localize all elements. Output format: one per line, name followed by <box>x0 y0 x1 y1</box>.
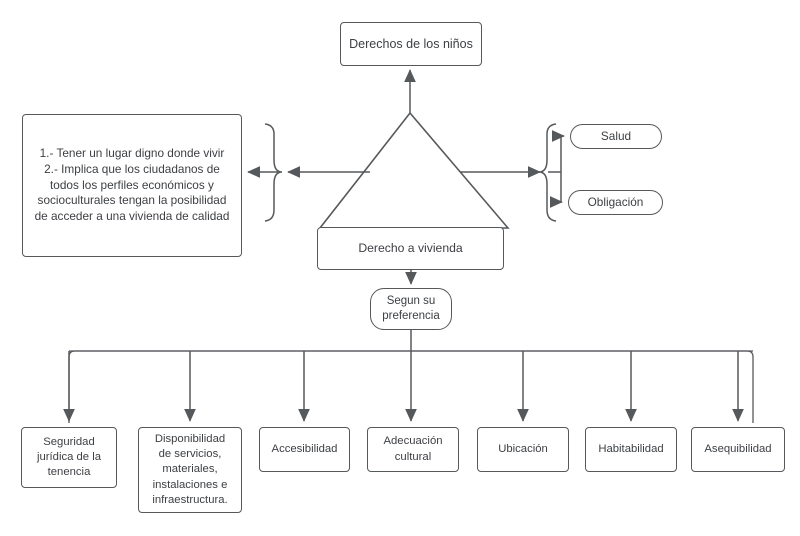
node-accesibilidad[interactable]: Accesibilidad <box>259 427 350 472</box>
node-derecho-a-vivienda[interactable]: Derecho a vivienda <box>317 227 504 270</box>
connector-to-salud <box>552 130 565 172</box>
node-habitabilidad[interactable]: Habitabilidad <box>585 427 677 472</box>
node-obligacion[interactable]: Obligación <box>568 190 663 215</box>
right-curly-brace <box>538 123 557 222</box>
left-curly-brace <box>264 123 283 222</box>
connector-to-obligacion <box>550 172 563 208</box>
distribution-bus <box>68 350 754 423</box>
node-ubicacion[interactable]: Ubicación <box>477 427 569 472</box>
node-segun-su-preferencia[interactable]: Segun su preferencia <box>370 288 452 330</box>
node-salud[interactable]: Salud <box>570 124 662 149</box>
central-triangle <box>318 111 510 229</box>
node-adecuacion-cultural[interactable]: Adecuación cultural <box>367 427 459 472</box>
node-disponibilidad-de-servicios[interactable]: Disponibilidad de servicios, materiales,… <box>138 427 242 513</box>
node-derechos-de-los-ninos[interactable]: Derechos de los niños <box>340 22 482 66</box>
node-asequibilidad[interactable]: Asequibilidad <box>691 427 785 472</box>
node-seguridad-juridica-de-la-tenencia[interactable]: Seguridad jurídica de la tenencia <box>21 427 117 488</box>
node-definition-box[interactable]: 1.- Tener un lugar digno donde vivir 2.-… <box>22 114 242 257</box>
